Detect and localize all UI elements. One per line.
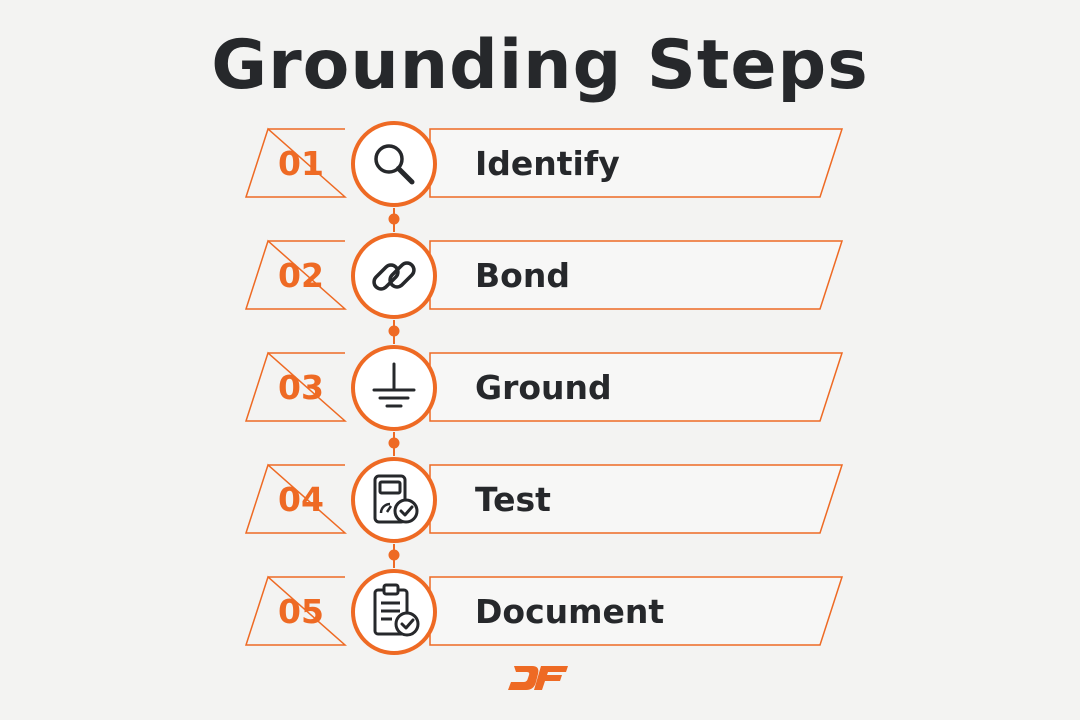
df-logo-icon [508, 666, 568, 690]
step-3-label: Ground [475, 368, 612, 407]
step-2-label: Bond [475, 256, 570, 295]
step-row-1: 01 Identify [0, 120, 1080, 210]
step-1-label: Identify [475, 144, 620, 183]
ground-symbol-icon [351, 345, 437, 431]
step-5-label: Document [475, 592, 665, 631]
step-5-frame [244, 575, 844, 646]
step-4-number: 04 [278, 480, 324, 519]
page-title: Grounding Steps [211, 26, 869, 105]
step-row-5: 05 Document [0, 568, 1080, 658]
step-row-3: 03 Ground [0, 344, 1080, 434]
clipboard-check-icon [351, 569, 437, 655]
step-3-number: 03 [278, 368, 324, 407]
step-2-number: 02 [278, 256, 324, 295]
step-5-number: 05 [278, 592, 324, 631]
step-row-4: 04 Test [0, 456, 1080, 546]
step-4-label: Test [475, 480, 551, 519]
magnifier-icon [351, 121, 437, 207]
chain-link-icon [351, 233, 437, 319]
step-row-2: 02 Bond [0, 232, 1080, 322]
step-1-number: 01 [278, 144, 324, 183]
multimeter-check-icon [351, 457, 437, 543]
